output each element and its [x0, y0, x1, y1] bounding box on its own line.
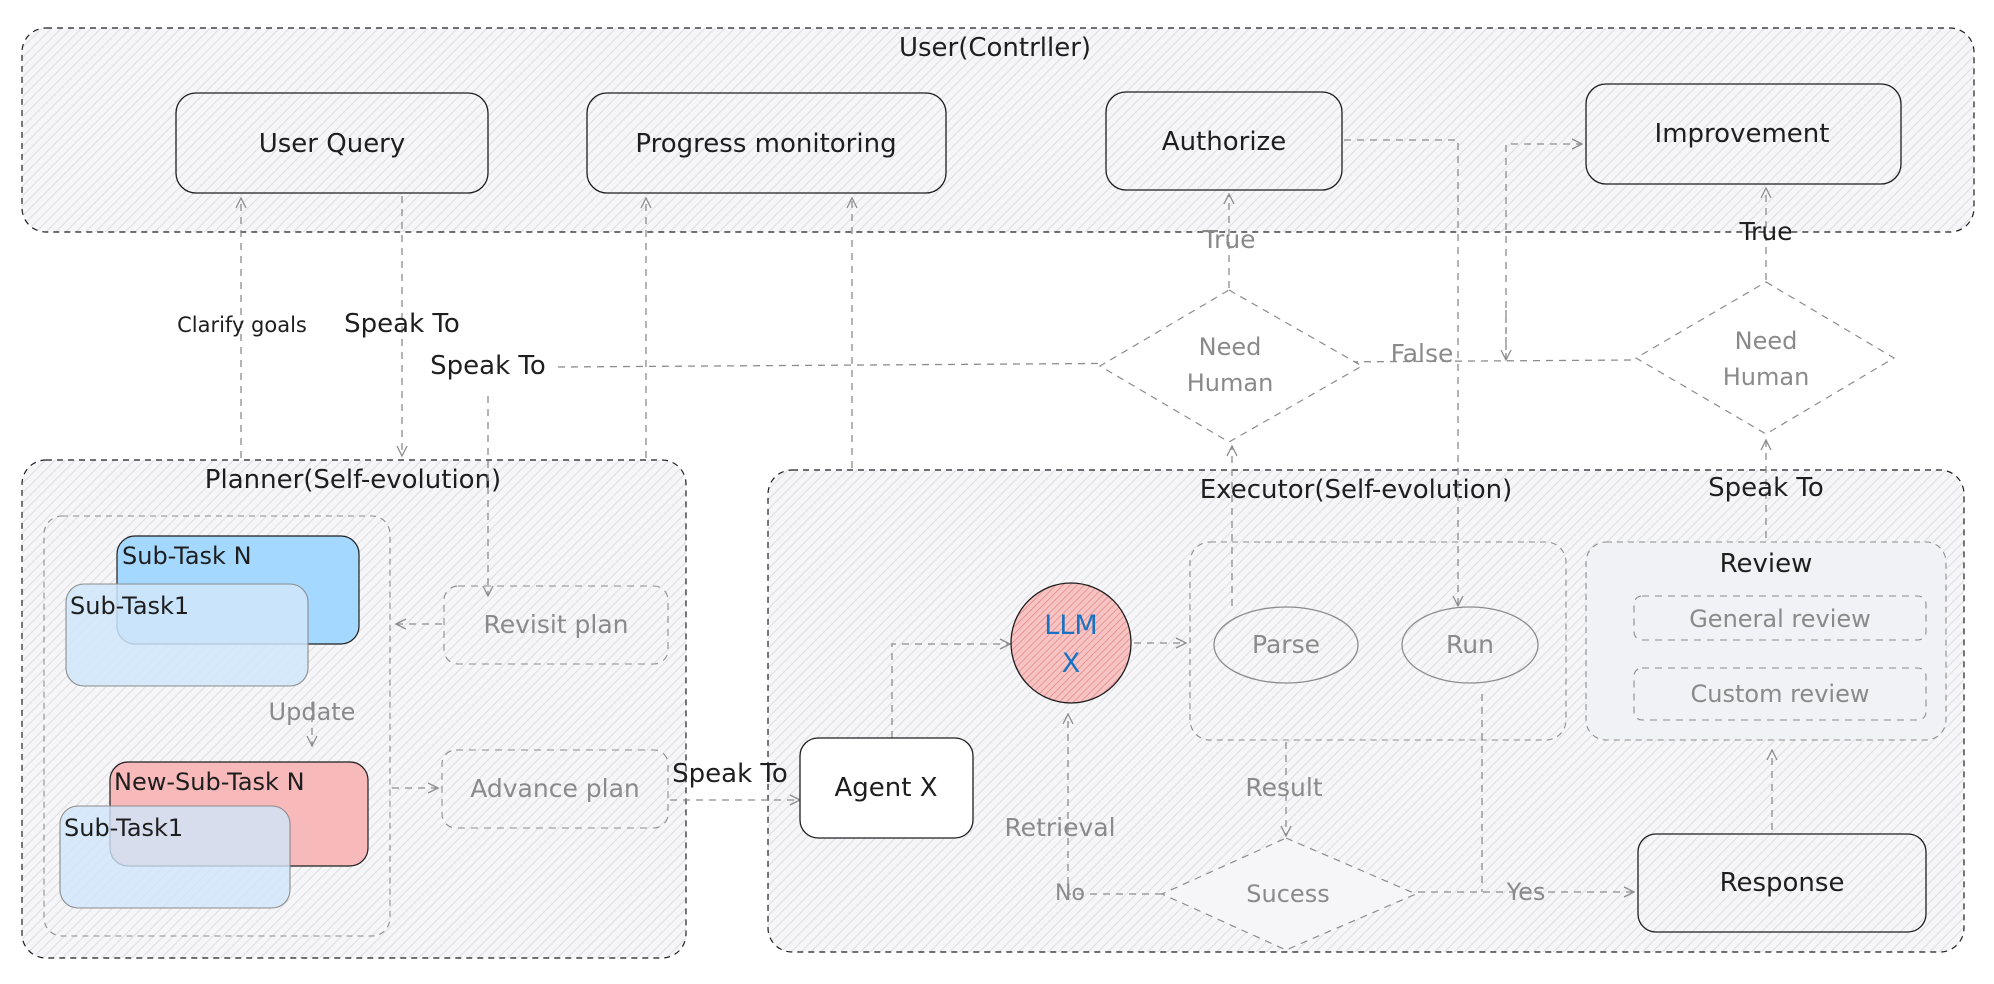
parse-label: Parse [1252, 630, 1320, 659]
review-group-title: Review [1720, 549, 1813, 579]
need-human-2-line1: Need [1735, 327, 1798, 355]
true-label-1: True [1201, 225, 1255, 254]
agent-x-node: Agent X [799, 737, 974, 839]
false-label: False [1391, 339, 1454, 368]
success-decision: Sucess [1160, 837, 1418, 951]
subtask-n-label: Sub-Task N [122, 542, 252, 570]
run-label: Run [1446, 630, 1494, 659]
subtask1-card-b: Sub-Task1 [59, 805, 291, 909]
subtask1-a-label: Sub-Task1 [70, 592, 189, 620]
run-node: Run [1401, 606, 1539, 684]
general-review-node: General review [1633, 595, 1927, 641]
custom-review-node: Custom review [1633, 667, 1927, 721]
success-label: Sucess [1246, 880, 1329, 908]
advance-plan-node: Advance plan [441, 749, 669, 829]
progress-monitoring-label: Progress monitoring [635, 129, 896, 159]
improvement-node: Improvement [1585, 83, 1902, 185]
executor-group-title: Executor(Self-evolution) [1200, 475, 1513, 505]
clarify-goals-label: Clarify goals [177, 313, 307, 337]
authorize-node: Authorize [1105, 91, 1343, 191]
need-human-decision-1: Need Human [1098, 289, 1364, 443]
need-human-1-line2: Human [1187, 369, 1274, 397]
edge-labels: Clarify goals Speak To Speak To True Fal… [177, 217, 1824, 906]
subtask-container [43, 515, 391, 937]
improvement-label: Improvement [1655, 119, 1830, 149]
response-label: Response [1720, 868, 1845, 898]
advance-plan-label: Advance plan [470, 774, 640, 803]
need-human-1-line1: Need [1199, 333, 1262, 361]
llm-label-line1: LLM [1044, 610, 1097, 641]
need-human-decision-2: Need Human [1634, 281, 1896, 435]
user-group: User(Contrller) [21, 27, 1975, 233]
planner-group-title: Planner(Self-evolution) [205, 465, 501, 495]
user-query-node: User Query [175, 92, 489, 194]
parse-run-container [1189, 541, 1567, 741]
revisit-plan-node: Revisit plan [443, 585, 669, 665]
authorize-label: Authorize [1162, 127, 1286, 157]
connectors [241, 140, 1994, 894]
subtask1-b-label: Sub-Task1 [64, 814, 183, 842]
response-node: Response [1637, 833, 1927, 933]
progress-monitoring-node: Progress monitoring [586, 92, 947, 194]
arrow-false-to-improvement [1505, 144, 1582, 360]
speak-to-label-1: Speak To [344, 309, 460, 339]
revisit-plan-label: Revisit plan [483, 610, 628, 639]
general-review-label: General review [1689, 605, 1871, 633]
custom-review-label: Custom review [1691, 680, 1870, 708]
no-label: No [1055, 881, 1085, 906]
true-label-2: True [1738, 217, 1792, 246]
parse-node: Parse [1213, 606, 1359, 684]
speak-to-label-4: Speak To [1708, 473, 1824, 503]
arrow-agent-to-llm [891, 644, 1010, 738]
speak-to-label-3: Speak To [672, 759, 788, 789]
yes-label: Yes [1506, 878, 1546, 906]
speak-to-label-2: Speak To [430, 351, 546, 381]
arrow-no-to-llm [1068, 714, 1162, 895]
retrieval-label: Retrieval [1004, 813, 1115, 842]
review-group: Review [1585, 541, 1947, 741]
user-group-title: User(Contrller) [899, 33, 1091, 63]
update-label: Update [269, 698, 356, 726]
speak-to-feedback-line [557, 359, 1635, 368]
llm-x-node: LLM X [1010, 582, 1132, 704]
agent-x-label: Agent X [834, 773, 937, 803]
new-subtask-n-label: New-Sub-Task N [114, 768, 305, 796]
llm-label-line2: X [1062, 648, 1081, 679]
user-query-label: User Query [259, 129, 406, 159]
need-human-2-line2: Human [1723, 363, 1810, 391]
result-label: Result [1245, 773, 1322, 802]
subtask1-card-a: Sub-Task1 [65, 583, 309, 687]
